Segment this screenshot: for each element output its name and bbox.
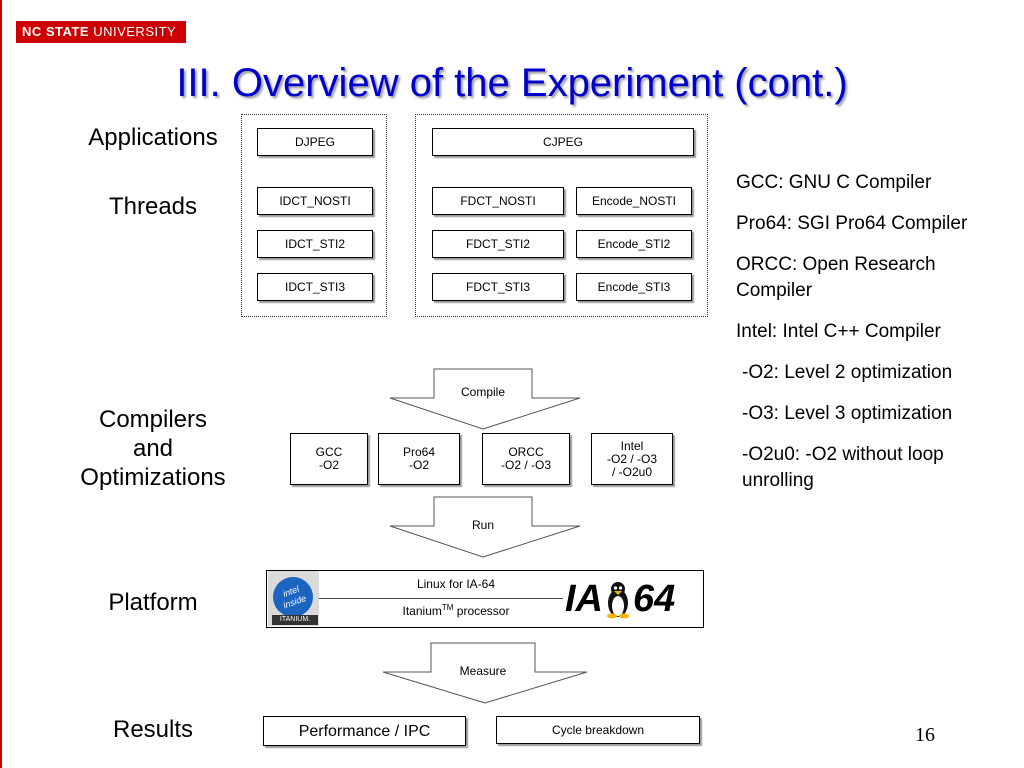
thread-box: FDCT_STI2 — [432, 230, 564, 258]
compiler-legend: GCC: GNU C Compiler Pro64: SGI Pro64 Com… — [736, 170, 1006, 509]
compiler-name: Pro64 — [402, 445, 436, 459]
tux-penguin-icon — [607, 582, 629, 619]
result-box-cycle-breakdown: Cycle breakdown — [496, 716, 700, 744]
thread-box: FDCT_NOSTI — [432, 187, 564, 215]
processor-suffix: processor — [453, 604, 510, 618]
platform-box — [266, 570, 704, 628]
compiler-opt: -O2 — [318, 458, 339, 472]
row-label-compilers-line3: Optimizations — [80, 464, 226, 491]
thread-box: IDCT_STI2 — [257, 230, 373, 258]
ia64-logo: IA 64 — [565, 574, 699, 624]
processor-name: Itanium — [402, 604, 442, 618]
compiler-name: Intel — [620, 438, 644, 453]
legend-intel: Intel: Intel C++ Compiler — [736, 321, 941, 342]
compiler-box-pro64: Pro64 -O2 — [378, 433, 460, 485]
slide-title: III. Overview of the Experiment (cont.) — [176, 61, 848, 105]
compiler-opt: -O2 / -O3 — [500, 458, 551, 472]
djpeg-group — [241, 114, 387, 317]
platform-processor-label: ItaniumTM processor — [370, 603, 542, 618]
app-box-djpeg: DJPEG — [257, 128, 373, 156]
logo-rest-text: UNIVERSITY — [93, 24, 177, 39]
row-label-compilers: Compilers and Optimizations — [62, 405, 244, 492]
legend-pro64: Pro64: SGI Pro64 Compiler — [736, 213, 968, 234]
compiler-name: GCC — [315, 445, 343, 459]
row-label-results: Results — [112, 716, 194, 743]
cjpeg-group — [415, 114, 708, 317]
compiler-box-intel: Intel -O2 / -O3 / -O2u0 — [591, 433, 673, 485]
row-label-platform: Platform — [108, 589, 198, 616]
measure-arrow-shape — [382, 642, 588, 704]
compile-arrow-label: Compile — [460, 385, 505, 399]
row-label-threads: Threads — [108, 193, 198, 220]
row-label-compilers-line2: and — [132, 435, 174, 462]
row-label-compilers-line1: Compilers — [98, 406, 208, 433]
logo-bold-text: NC STATE — [22, 24, 90, 39]
platform-divider — [319, 598, 563, 599]
compiler-opt: -O2 — [408, 458, 429, 472]
itanium-badge: ITANIUM. — [272, 615, 318, 625]
thread-box: IDCT_STI3 — [257, 273, 373, 301]
university-logo: NC STATE UNIVERSITY — [16, 21, 186, 43]
compile-arrow-shape — [389, 368, 581, 430]
thread-box: IDCT_NOSTI — [257, 187, 373, 215]
app-box-cjpeg: CJPEG — [432, 128, 694, 156]
legend-orcc: ORCC: Open Research Compiler — [736, 254, 936, 301]
legend-o2u0: -O2u0: -O2 without loop unrolling — [742, 444, 944, 491]
compiler-name: ORCC — [508, 445, 544, 459]
processor-trademark: TM — [441, 603, 454, 612]
compiler-opt: / -O2u0 — [611, 464, 653, 479]
compiler-box-gcc: GCC -O2 — [290, 433, 368, 485]
legend-gcc: GCC: GNU C Compiler — [736, 172, 932, 193]
page-number: 16 — [915, 724, 935, 746]
thread-box: Encode_NOSTI — [576, 187, 692, 215]
legend-o2: -O2: Level 2 optimization — [742, 362, 953, 383]
platform-os-label: Linux for IA-64 — [416, 577, 496, 591]
row-label-applications: Applications — [88, 124, 218, 151]
measure-arrow-label: Measure — [459, 664, 507, 678]
run-arrow-label: Run — [471, 518, 494, 532]
ia64-logo-right: 64 — [633, 577, 676, 620]
compiler-opt: -O2 / -O3 — [606, 451, 657, 466]
run-arrow-shape — [389, 496, 581, 558]
compiler-box-orcc: ORCC -O2 / -O3 — [482, 433, 570, 485]
thread-box: FDCT_STI3 — [432, 273, 564, 301]
thread-box: Encode_STI3 — [576, 273, 692, 301]
legend-o3: -O3: Level 3 optimization — [742, 403, 953, 424]
slide-left-border — [0, 0, 2, 768]
ia64-logo-left: IA — [565, 577, 603, 620]
result-box-performance: Performance / IPC — [263, 716, 466, 746]
thread-box: Encode_STI2 — [576, 230, 692, 258]
